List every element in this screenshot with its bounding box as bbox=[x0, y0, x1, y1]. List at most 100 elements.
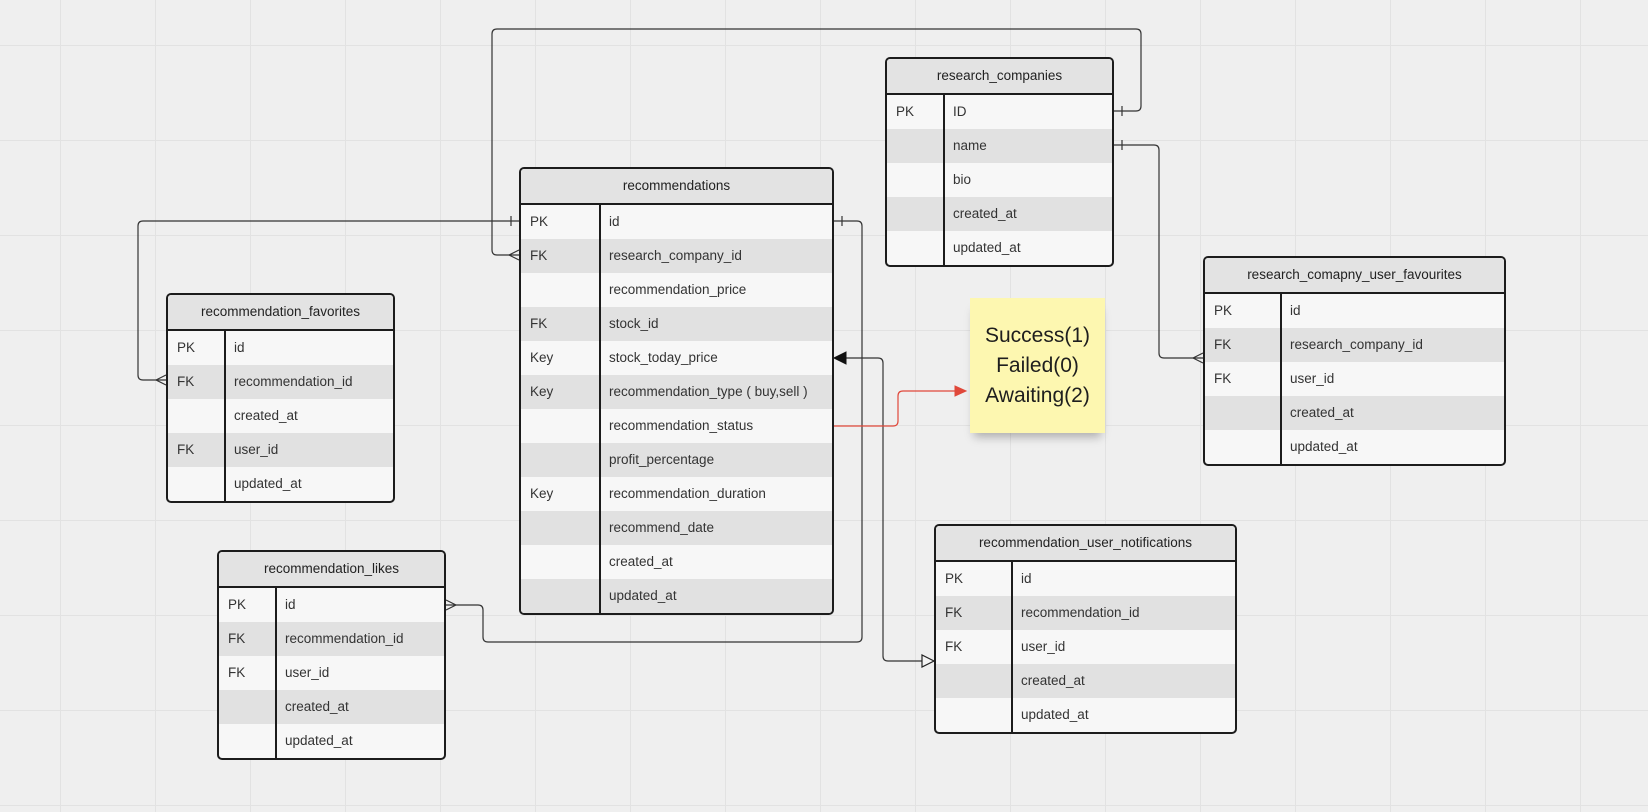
crowfoot-marker bbox=[445, 599, 457, 611]
key-type: PK bbox=[887, 95, 945, 129]
key-type: PK bbox=[936, 562, 1013, 596]
entity-row[interactable]: updated_at bbox=[936, 698, 1235, 732]
key-type bbox=[521, 545, 601, 579]
entity-row[interactable]: FK recommendation_id bbox=[936, 596, 1235, 630]
entity-row[interactable]: recommendation_price bbox=[521, 273, 832, 307]
entity-row[interactable]: updated_at bbox=[887, 231, 1112, 265]
entity-title: recommendation_user_notifications bbox=[936, 526, 1235, 562]
field-name: id bbox=[609, 214, 620, 229]
key-type: PK bbox=[219, 588, 277, 622]
field-name: recommendation_id bbox=[1021, 605, 1140, 620]
note-line-awaiting: Awaiting(2) bbox=[985, 383, 1090, 407]
key-type bbox=[168, 399, 226, 433]
connector-recommendation-likes bbox=[446, 220, 863, 643]
field-name: id bbox=[1290, 303, 1301, 318]
key-type: Key bbox=[521, 375, 601, 409]
entity-title: recommendations bbox=[521, 169, 832, 205]
key-type: PK bbox=[168, 331, 226, 365]
field-name: name bbox=[953, 138, 987, 153]
key-type bbox=[219, 690, 277, 724]
field-name: recommendation_id bbox=[285, 631, 404, 646]
entity-row[interactable]: name bbox=[887, 129, 1112, 163]
field-name: recommendation_status bbox=[609, 418, 754, 433]
key-type bbox=[887, 163, 945, 197]
key-type: Key bbox=[521, 477, 601, 511]
status-sticky-note[interactable]: Success(1) Failed(0) Awaiting(2) bbox=[970, 298, 1105, 433]
entity-row[interactable]: updated_at bbox=[521, 579, 832, 613]
field-name: updated_at bbox=[1290, 439, 1358, 454]
entity-row[interactable]: recommendation_status bbox=[521, 409, 832, 443]
field-name: stock_id bbox=[609, 316, 659, 331]
entity-title: recommendation_likes bbox=[219, 552, 444, 588]
key-type: FK bbox=[1205, 362, 1282, 396]
red-arrow-marker bbox=[954, 385, 968, 397]
field-name: created_at bbox=[1021, 673, 1085, 688]
entity-row[interactable]: updated_at bbox=[1205, 430, 1504, 464]
field-name: created_at bbox=[953, 206, 1017, 221]
field-name: user_id bbox=[234, 442, 279, 457]
entity-title: research_companies bbox=[887, 59, 1112, 95]
entity-row[interactable]: created_at bbox=[1205, 396, 1504, 430]
key-type bbox=[521, 579, 601, 613]
hollow-arrow-marker bbox=[921, 654, 936, 668]
field-name: id bbox=[234, 340, 245, 355]
entity-row[interactable]: created_at bbox=[168, 399, 393, 433]
entity-row[interactable]: created_at bbox=[887, 197, 1112, 231]
key-type bbox=[521, 409, 601, 443]
entity-row[interactable]: PK id bbox=[1205, 294, 1504, 328]
field-name: user_id bbox=[285, 665, 330, 680]
entity-title: research_comapny_user_favourites bbox=[1205, 258, 1504, 294]
key-type bbox=[219, 724, 277, 758]
entity-row[interactable]: created_at bbox=[521, 545, 832, 579]
key-type: FK bbox=[1205, 328, 1282, 362]
entity-row[interactable]: recommend_date bbox=[521, 511, 832, 545]
key-type bbox=[521, 273, 601, 307]
entity-row[interactable]: updated_at bbox=[168, 467, 393, 501]
crowfoot-marker bbox=[508, 249, 520, 261]
entity-row[interactable]: profit_percentage bbox=[521, 443, 832, 477]
entity-row[interactable]: PK id bbox=[168, 331, 393, 365]
entity-row[interactable]: bio bbox=[887, 163, 1112, 197]
entity-row[interactable]: created_at bbox=[219, 690, 444, 724]
entity-title: recommendation_favorites bbox=[168, 295, 393, 331]
connector-company-recommendation bbox=[491, 28, 1142, 256]
entity-row[interactable]: Key recommendation_type ( buy,sell ) bbox=[521, 375, 832, 409]
field-name: updated_at bbox=[1021, 707, 1089, 722]
connector-recommendation-favorites bbox=[137, 220, 519, 381]
entity-row[interactable]: updated_at bbox=[219, 724, 444, 758]
key-type: FK bbox=[936, 630, 1013, 664]
entity-row[interactable]: FK user_id bbox=[1205, 362, 1504, 396]
field-name: updated_at bbox=[285, 733, 353, 748]
field-name: recommendation_type ( buy,sell ) bbox=[609, 384, 808, 399]
key-type: FK bbox=[936, 596, 1013, 630]
field-name: profit_percentage bbox=[609, 452, 715, 467]
field-name: created_at bbox=[1290, 405, 1354, 420]
entity-row[interactable]: created_at bbox=[936, 664, 1235, 698]
field-name: user_id bbox=[1290, 371, 1335, 386]
key-type bbox=[1205, 396, 1282, 430]
key-type: PK bbox=[1205, 294, 1282, 328]
field-name: created_at bbox=[609, 554, 673, 569]
